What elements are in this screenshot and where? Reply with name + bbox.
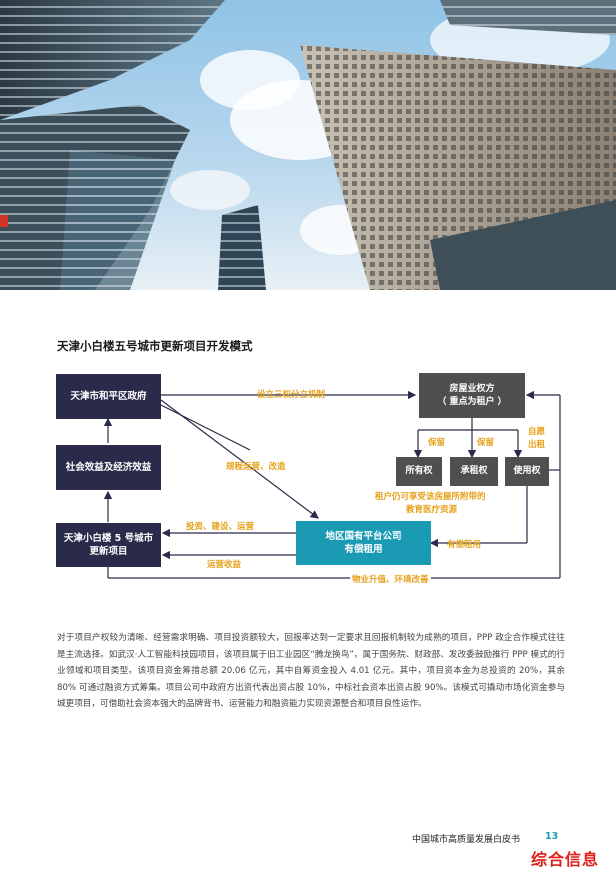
label-upgrade: 物业升值、环境改善 [350, 573, 431, 585]
label-keep-2: 保留 [477, 438, 495, 448]
flow-connectors [103, 390, 561, 579]
node-platform-line2: 有偿租用 [344, 544, 383, 555]
node-gov: 天津市和平区政府 [56, 374, 161, 419]
label-self-use-1: 自愿 [528, 427, 546, 437]
skyscraper-image [0, 0, 616, 290]
node-project-line1: 天津小白楼 5 号城市 [63, 533, 154, 544]
label-keep-1: 保留 [428, 438, 446, 448]
label-ops-income: 运营收益 [207, 560, 242, 570]
node-ownership: 所有权 [396, 457, 442, 486]
node-platform: 地区国有平台公司 有偿租用 [296, 521, 431, 565]
node-owner: 房屋业权方 （ 重点为租户 ） [419, 373, 525, 418]
footer-title: 中国城市高质量发展白皮书 [412, 835, 521, 845]
node-benefit: 社会效益及经济效益 [56, 445, 161, 490]
body-paragraph: 对于项目产权较为清晰、经营需求明确、项目投资额较大，回报率达到一定要求且回报机制… [57, 633, 565, 710]
label-paid-rent: 有偿租用 [447, 540, 482, 550]
node-owner-line2: （ 重点为租户 ） [437, 396, 507, 407]
hero-photo [0, 0, 616, 290]
node-owner-line1: 房屋业权方 [449, 383, 495, 394]
label-tenant-note-2: 教育医疗资源 [406, 505, 458, 515]
diagram-title: 天津小白楼五号城市更新项目开发模式 [57, 339, 253, 353]
label-tenant-note-1: 租户仍可享受该房屋所附带的 [375, 492, 486, 502]
node-project-line2: 更新项目 [89, 546, 128, 557]
node-use: 使用权 [505, 457, 549, 486]
label-invest: 投资、建设、运营 [186, 522, 255, 532]
node-lease: 承租权 [450, 457, 498, 486]
page-number: 13 [545, 831, 559, 842]
watermark-text: 综合信息 [531, 850, 600, 869]
label-plan-ops: 规程运营、改造 [226, 462, 286, 472]
label-three-rights: 设立三权分立机制 [257, 390, 326, 400]
node-platform-line1: 地区国有平台公司 [325, 531, 402, 542]
label-self-use-2: 出租 [528, 440, 546, 450]
node-project: 天津小白楼 5 号城市 更新项目 [56, 523, 161, 567]
